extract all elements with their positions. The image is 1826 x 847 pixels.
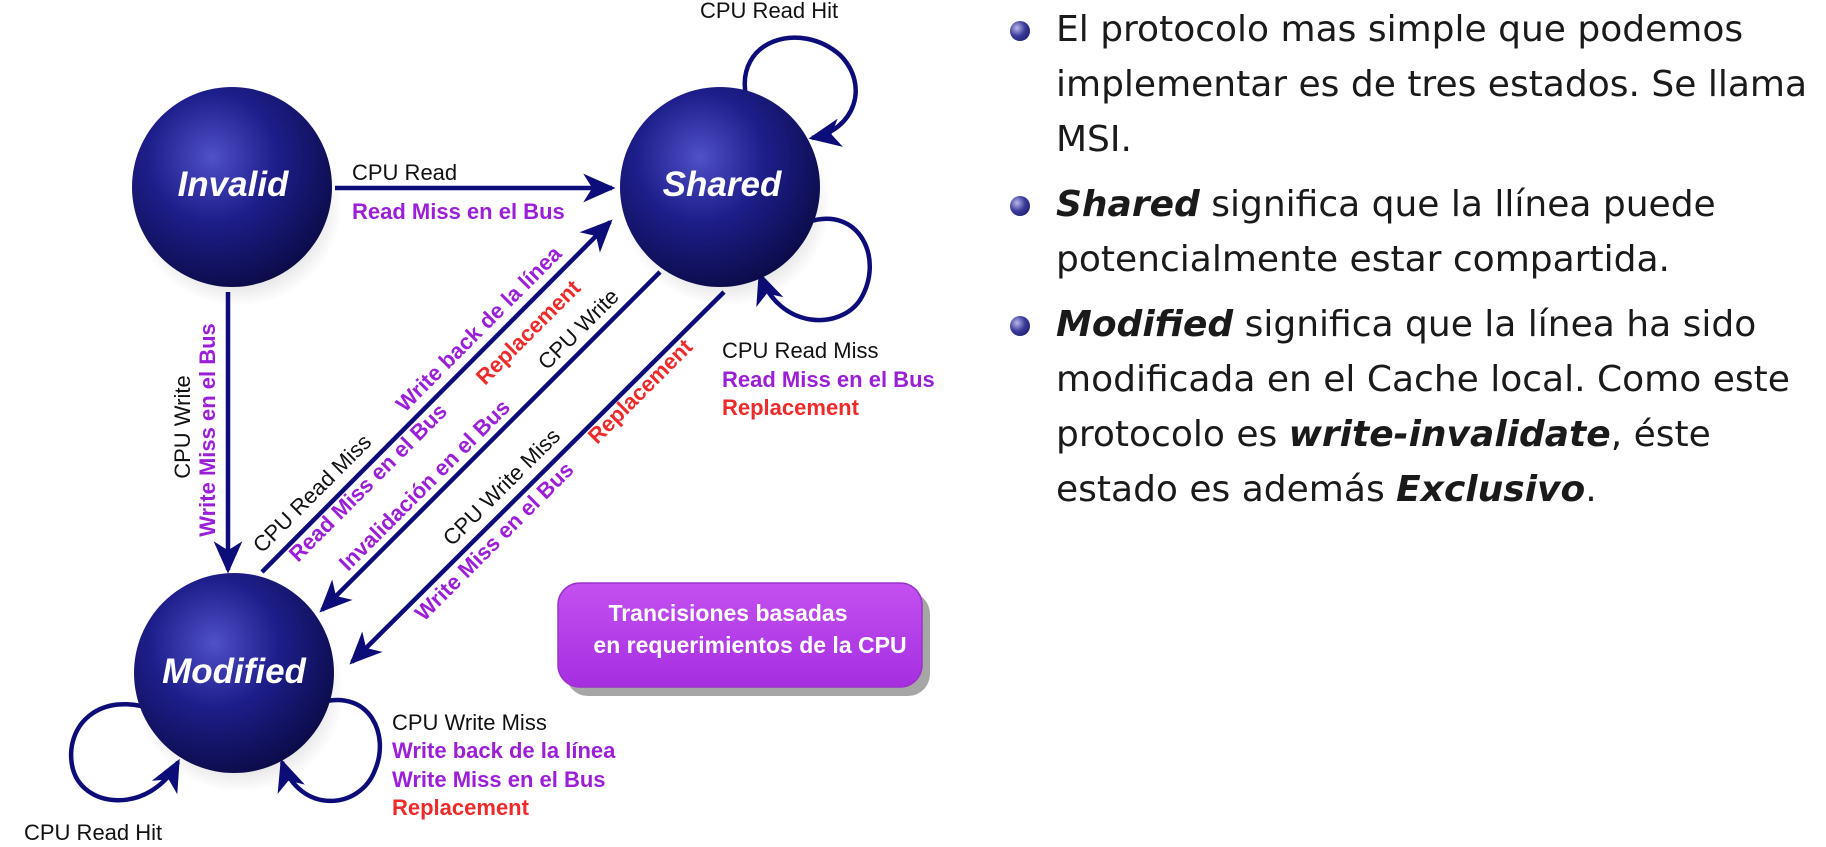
bullet-list: El protocolo mas simple que podemos impl… <box>1000 0 1826 527</box>
bullet-text-modified-2: , éste estado es además <box>1056 414 1711 510</box>
label-shared-read-hit: CPU Read Hit <box>700 0 838 23</box>
label-modified-write-miss-event: CPU Write Miss <box>392 710 547 735</box>
bullet-dot-icon <box>1010 196 1030 216</box>
label-invalid-modified-action: Write Miss en el Bus <box>195 323 220 537</box>
note-box-line2: en requerimientos de la CPU <box>593 632 906 658</box>
label-shared-read-miss-extra: Replacement <box>722 395 860 420</box>
state-label-shared: Shared <box>663 165 782 204</box>
loop-modified-read-hit <box>68 702 180 803</box>
label-shared-read-miss-action: Read Miss en el Bus <box>722 367 935 392</box>
label-invalid-shared-event: CPU Read <box>352 160 457 185</box>
arrow-shared-to-modified-write <box>319 270 662 613</box>
bullet-dot-icon <box>1010 316 1030 336</box>
transition-arrows <box>68 35 872 804</box>
bullet-item-msi: El protocolo mas simple que podemos impl… <box>1000 2 1826 167</box>
label-modified-write-miss-extra: Replacement <box>392 795 530 820</box>
bullet-text-modified: significa que la línea ha sido modificad… <box>1056 304 1790 455</box>
term-shared: Shared <box>1056 184 1200 225</box>
label-modified-write-miss-action: Write Miss en el Bus <box>392 767 606 792</box>
label-invalid-shared-action: Read Miss en el Bus <box>352 199 565 224</box>
loop-shared-read-miss <box>756 216 872 323</box>
term-write-invalidate: write-invalidate <box>1288 414 1611 455</box>
note-box-line1: Trancisiones basadas <box>608 600 847 626</box>
label-shared-read-miss-event: CPU Read Miss <box>722 338 878 363</box>
msi-state-diagram: Invalid Shared Modified CPU Read Read Mi… <box>24 0 935 845</box>
bullet-item-shared: Shared significa que la llínea puede pot… <box>1000 177 1826 287</box>
state-modified: Modified <box>134 573 344 792</box>
bullet-text-msi: El protocolo mas simple que podemos impl… <box>1056 9 1808 160</box>
bullet-dot-icon <box>1010 21 1030 41</box>
state-label-modified: Modified <box>162 652 306 691</box>
state-shared: Shared <box>620 87 830 306</box>
term-modified: Modified <box>1056 304 1234 345</box>
bullet-text-modified-end: . <box>1585 469 1597 510</box>
note-box: Trancisiones basadas en requerimientos d… <box>557 582 930 696</box>
label-modified-read-hit: CPU Read Hit <box>24 820 162 845</box>
arrow-modified-to-shared <box>260 219 613 574</box>
state-invalid: Invalid <box>132 87 342 306</box>
label-shared-mod-miss-extra: Replacement <box>583 334 698 449</box>
loop-shared-read-hit <box>742 35 858 147</box>
label-invalid-modified-event: CPU Write <box>170 375 195 479</box>
loop-modified-write-miss <box>277 697 383 804</box>
bullet-item-modified: Modified significa que la línea ha sido … <box>1000 297 1826 517</box>
state-label-invalid: Invalid <box>178 165 289 204</box>
bullet-text-shared: significa que la llínea puede potencialm… <box>1056 184 1716 280</box>
term-exclusivo: Exclusivo <box>1396 469 1586 510</box>
arrow-shared-to-modified-miss <box>349 290 726 665</box>
label-modified-write-miss-writeback: Write back de la línea <box>392 738 616 763</box>
